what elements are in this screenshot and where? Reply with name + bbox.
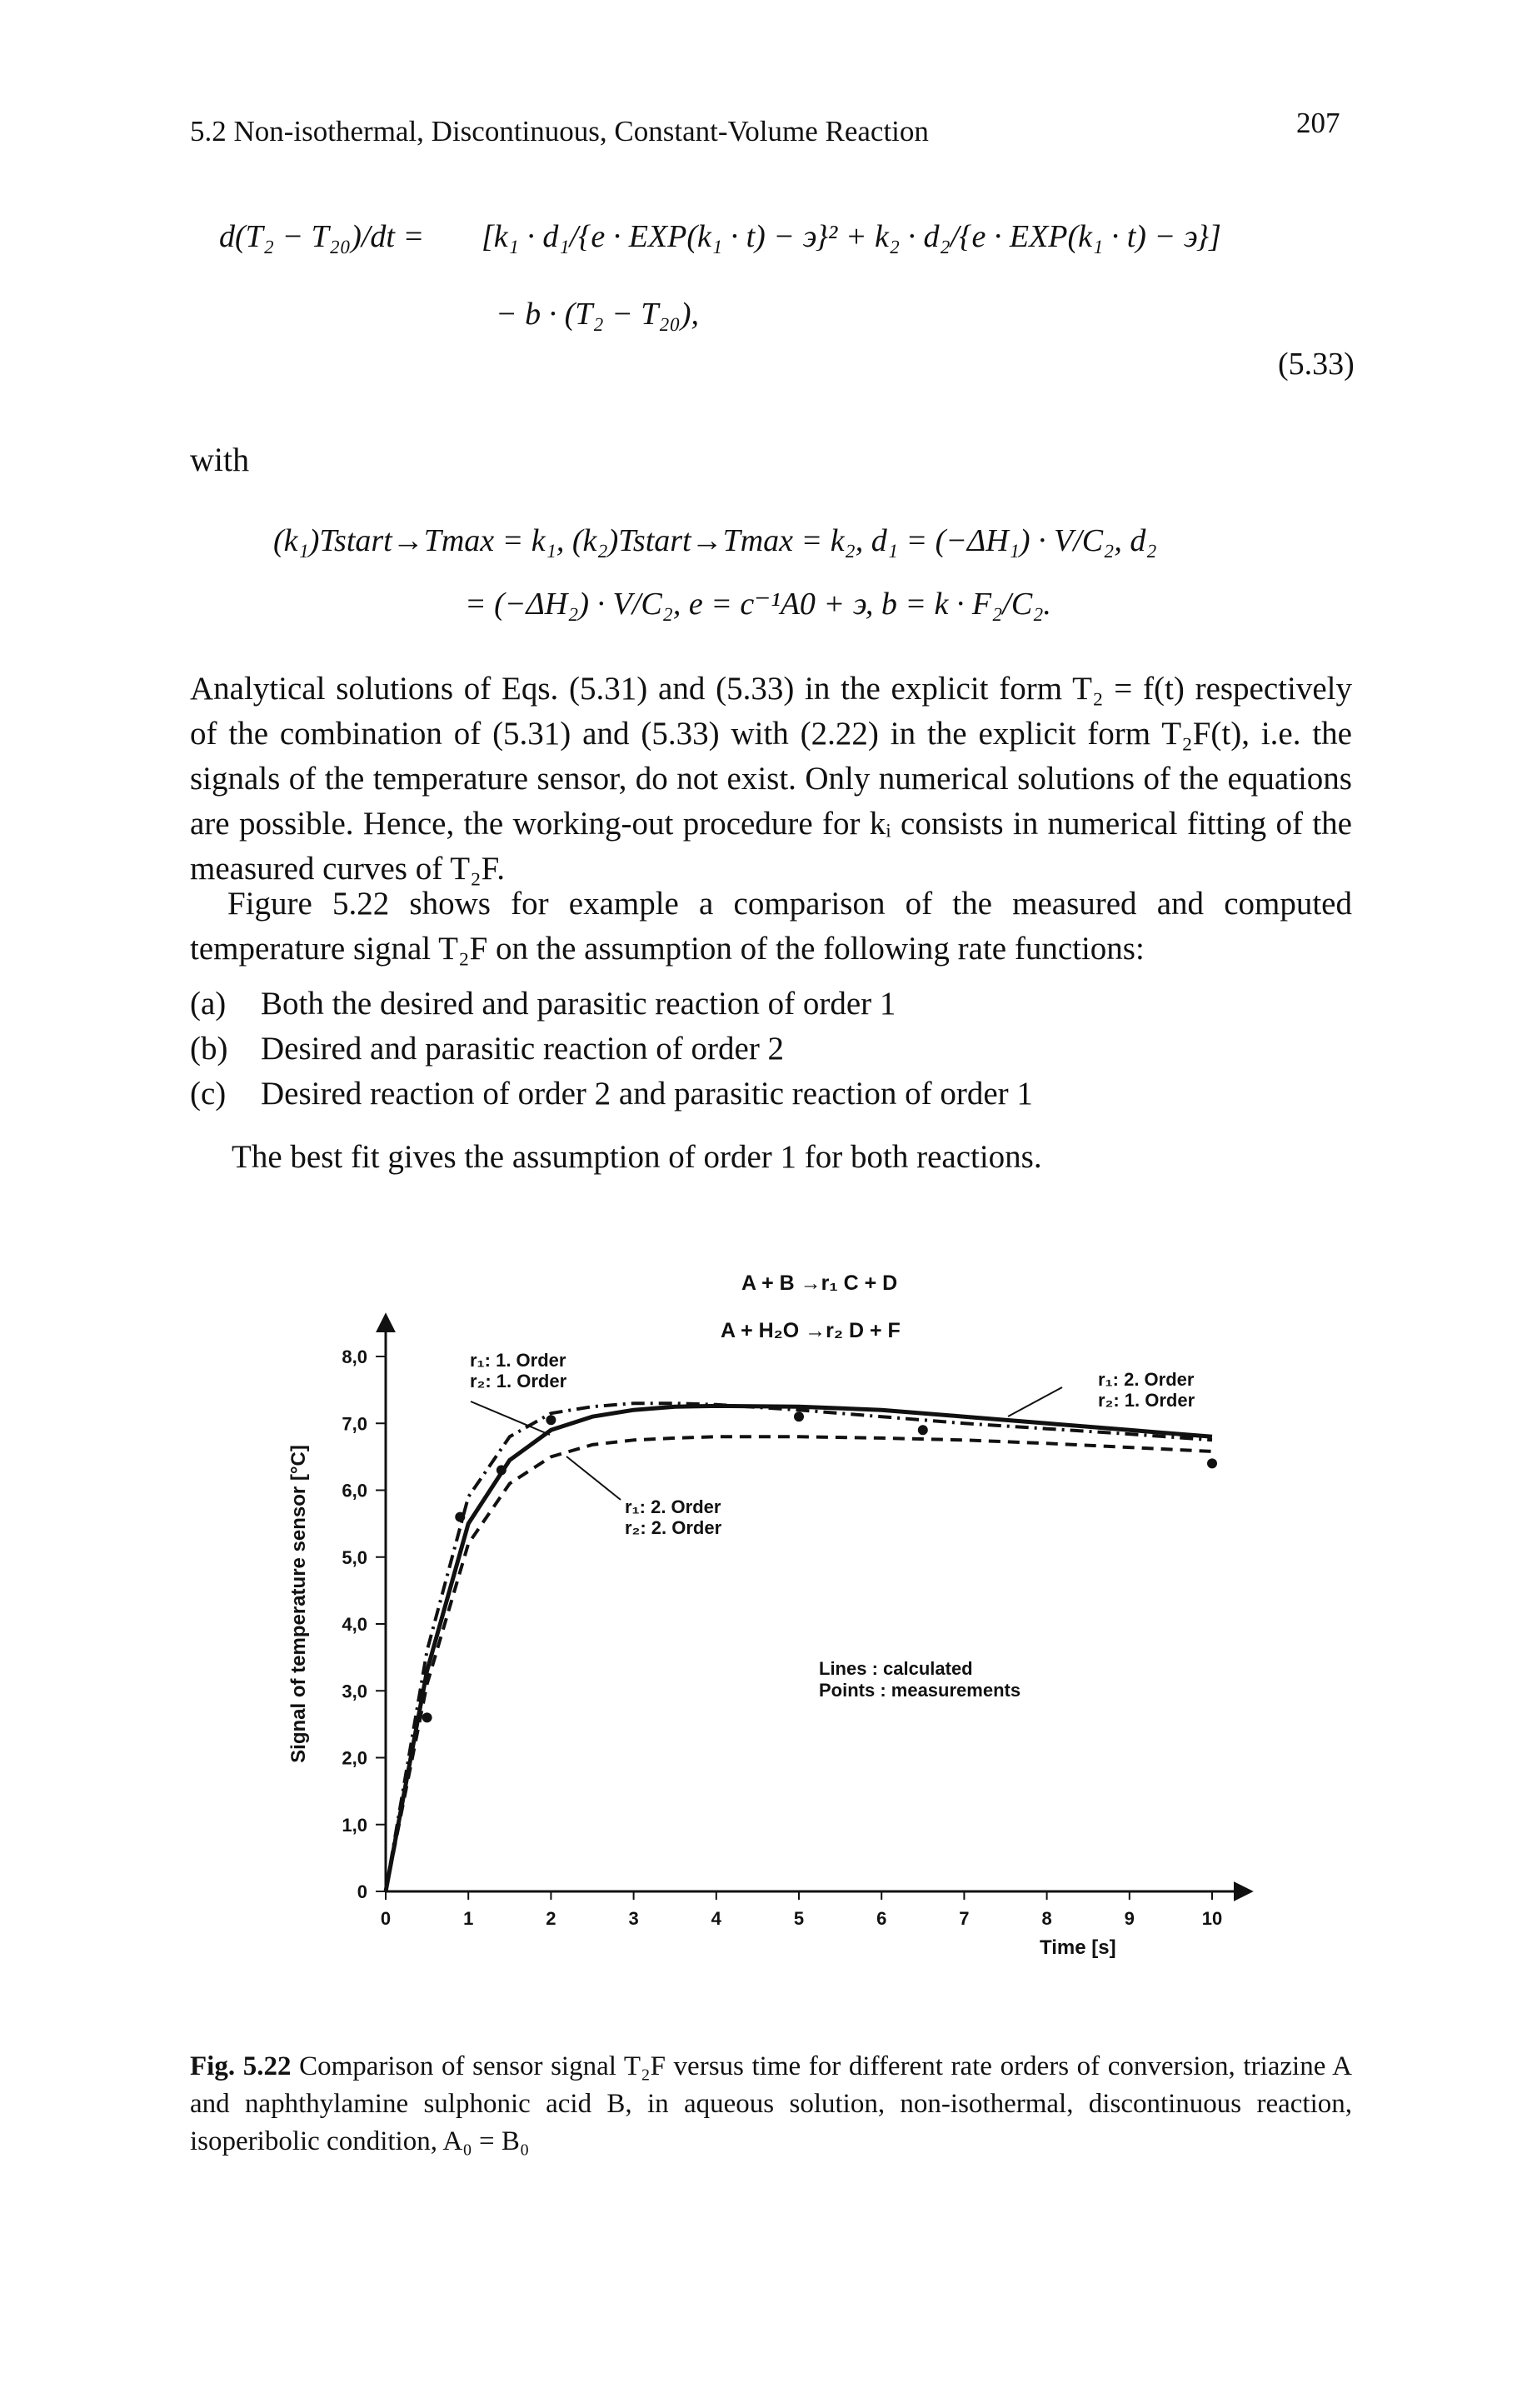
series-line-2 <box>383 1403 1213 1892</box>
measurement-point <box>422 1712 432 1723</box>
definitions-line2: = (−ΔH₂) · V/C₂, e = c⁻¹A0 + ϶, b = k · … <box>465 587 1051 622</box>
paragraph-analytical-solutions: Analytical solutions of Eqs. (5.31) and … <box>190 671 1352 887</box>
y-tick-label: 6,0 <box>342 1481 367 1501</box>
annotation-first-order-pointer <box>470 1401 551 1436</box>
measurement-point <box>794 1411 804 1422</box>
series-group <box>383 1401 1213 1892</box>
reaction-2-label: A + H₂O →r₂ D + F <box>721 1319 901 1342</box>
y-tick-label: 4,0 <box>342 1614 367 1635</box>
y-axis-label: Signal of temperature sensor [°C] <box>287 1445 310 1763</box>
legend-lines-calculated: Lines : calculated <box>819 1658 973 1679</box>
list-marker-b: (b) <box>190 1031 228 1067</box>
annotation-first-order-r1: r₁: 1. Order <box>470 1350 566 1371</box>
list-item-a: Both the desired and parasitic reaction … <box>261 986 896 1022</box>
figure-caption-label: Fig. 5.22 <box>190 2051 292 2081</box>
x-tick-label: 8 <box>1041 1908 1051 1929</box>
x-tick-label: 6 <box>876 1908 886 1929</box>
x-tick-label: 4 <box>711 1908 722 1929</box>
measurement-point <box>455 1511 466 1522</box>
series-line-1 <box>384 1401 1213 1892</box>
equation-rhs: [k₁ · d₁/{e · EXP(k₁ · t) − ϶}² + k₂ · d… <box>482 219 1221 254</box>
x-tick-label: 7 <box>959 1908 969 1929</box>
x-tick-label: 3 <box>628 1908 638 1929</box>
measurement-point <box>1207 1458 1217 1469</box>
y-tick-label: 2,0 <box>342 1748 367 1769</box>
x-tick-label: 0 <box>381 1908 391 1929</box>
annotation-first-order-r2: r₂: 1. Order <box>470 1371 567 1391</box>
measurement-point <box>496 1465 507 1476</box>
x-axis-label: Time [s] <box>1040 1936 1116 1959</box>
y-tick-group: 0 1,0 2,0 3,0 4,0 5,0 6,0 7,0 8,0 <box>342 1346 386 1902</box>
figure-caption: Fig. 5.22 Comparison of sensor signal T₂… <box>190 2048 1352 2161</box>
x-tick-label: 2 <box>546 1908 556 1929</box>
list-marker-c: (c) <box>190 1076 227 1112</box>
y-tick-label: 1,0 <box>342 1815 367 1836</box>
legend-points-measurements: Points : measurements <box>819 1680 1020 1701</box>
annotation-mixed-order-pointer <box>1007 1386 1063 1417</box>
series-line-3 <box>384 1435 1213 1892</box>
annotation-second-order-r2: r₂: 2. Order <box>625 1517 722 1538</box>
x-tick-label: 1 <box>463 1908 473 1929</box>
x-tick-label: 5 <box>794 1908 804 1929</box>
x-tick-label: 10 <box>1202 1908 1222 1929</box>
with-label: with <box>190 441 250 478</box>
annotation-second-order-r1: r₁: 2. Order <box>625 1496 721 1517</box>
measurement-point <box>546 1415 556 1426</box>
y-tick-label: 5,0 <box>342 1547 367 1568</box>
reaction-1-label: A + B →r₁ C + D <box>741 1271 897 1295</box>
y-tick-label: 7,0 <box>342 1413 367 1434</box>
equation-lhs: d(T₂ − T₂₀)/dt = <box>219 219 425 254</box>
equation-line2: − b · (T₂ − T₂₀), <box>496 297 699 332</box>
figure-caption-text: Comparison of sensor signal T₂F versus t… <box>190 2051 1352 2156</box>
page-number: 207 <box>1296 107 1340 139</box>
measurement-points-group <box>422 1411 1217 1723</box>
running-header: 5.2 Non-isothermal, Discontinuous, Const… <box>190 115 929 147</box>
y-tick-label: 8,0 <box>342 1346 367 1367</box>
list-item-c: Desired reaction of order 2 and parasiti… <box>261 1076 1033 1112</box>
figure-chart: A + B →r₁ C + D A + H₂O →r₂ D + F 0 1 2 3 4 5… <box>287 1271 1254 1959</box>
annotation-mixed-order-r1: r₁: 2. Order <box>1098 1369 1195 1390</box>
y-tick-label: 3,0 <box>342 1681 367 1701</box>
definitions-line1: (k₁)Tstart→Tmax = k₁, (k₂)Tstart→Tmax = … <box>273 523 1157 558</box>
y-tick-label: 0 <box>357 1881 367 1902</box>
annotation-mixed-order-r2: r₂: 1. Order <box>1098 1390 1195 1411</box>
list-marker-a: (a) <box>190 986 227 1022</box>
measurement-point <box>917 1425 928 1436</box>
annotation-second-order-pointer <box>566 1456 621 1501</box>
list-item-b: Desired and parasitic reaction of order … <box>261 1031 785 1067</box>
conclusion-sentence: The best fit gives the assumption of ord… <box>232 1139 1042 1175</box>
paragraph-figure-reference: Figure 5.22 shows for example a comparis… <box>190 886 1352 967</box>
x-tick-group: 0 1 2 3 4 5 6 7 8 9 10 <box>381 1891 1222 1929</box>
x-tick-label: 9 <box>1125 1908 1135 1929</box>
equation-number: (5.33) <box>1278 347 1355 382</box>
